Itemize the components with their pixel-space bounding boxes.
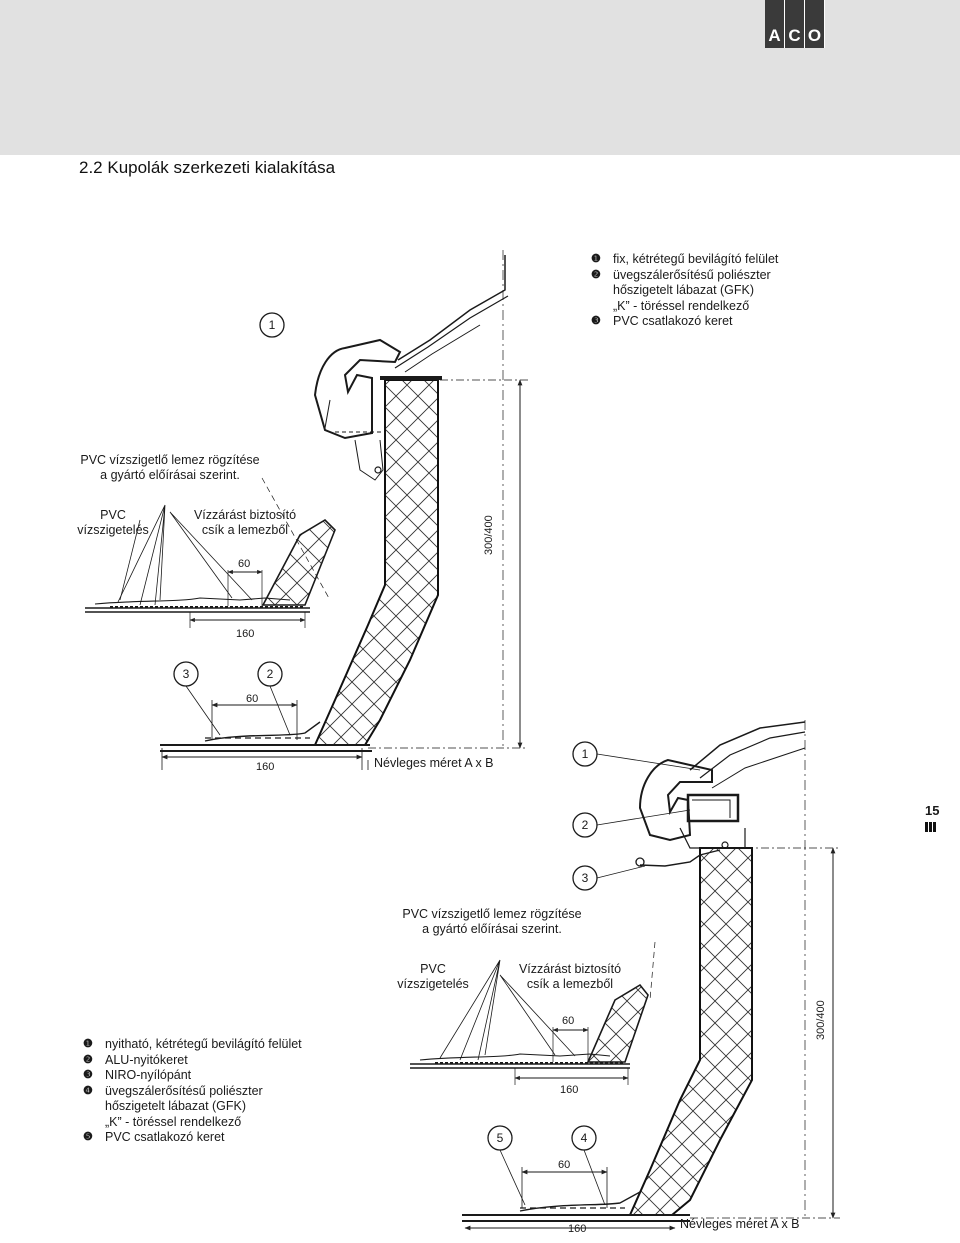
dim-60: 60 — [238, 558, 251, 570]
logo-letter: O — [807, 26, 822, 45]
callout-2-label: 2 — [266, 667, 274, 681]
callout-3-label: 3 — [182, 667, 190, 681]
drawing-bottom — [410, 720, 840, 1231]
dim-60: 60 — [562, 1015, 575, 1027]
dome-glazing — [397, 255, 506, 361]
note-membrane: PVC vízszigetlő lemez rögzítése a gyártó… — [80, 453, 260, 482]
dim-160: 160 — [568, 1223, 587, 1235]
note-membrane: PVC vízszigetlő lemez rögzítése a gyártó… — [402, 907, 582, 936]
logo-letter: A — [768, 26, 781, 45]
page-number: 15 — [925, 803, 940, 818]
note-pvc-waterproofing: PVC vízszigetelés — [77, 508, 149, 537]
section-title: 2.2 Kupolák szerkezeti kialakítása — [79, 158, 336, 177]
callout-1-label: 1 — [268, 318, 276, 332]
dim-height: 300/400 — [483, 515, 495, 555]
note-sealing-strip: Vízzárást biztosító csík a lemezből — [518, 962, 622, 991]
upstand-insulation — [313, 379, 439, 746]
callout-3-label: 3 — [581, 871, 589, 885]
dim-160: 160 — [256, 761, 275, 773]
logo-letter: C — [788, 26, 801, 45]
drawing-top — [85, 250, 528, 770]
callout-4-label: 4 — [580, 1131, 588, 1145]
inset-upstand — [261, 518, 336, 606]
callout-5-label: 5 — [496, 1131, 504, 1145]
nominal-size: Névleges méret A x B — [374, 756, 494, 770]
callout-1 — [259, 312, 285, 338]
dim-160: 160 — [560, 1084, 579, 1096]
note-sealing-strip: Vízzárást biztosító csík a lemezből — [193, 508, 297, 537]
note-pvc-waterproofing: PVC vízszigetelés — [397, 962, 469, 991]
callout-1-label: 1 — [581, 747, 589, 761]
callout-2-label: 2 — [581, 818, 589, 832]
upstand-insulation-2 — [628, 847, 753, 1216]
dome-glazing-2 — [689, 721, 806, 771]
dim-60: 60 — [246, 693, 259, 705]
pvc-frame — [313, 338, 402, 440]
aco-logo: A C O — [765, 0, 825, 48]
section-marker-icon — [925, 822, 937, 832]
dim-60: 60 — [558, 1159, 571, 1171]
dim-height: 300/400 — [815, 1000, 827, 1040]
dim-160: 160 — [236, 628, 255, 640]
nominal-size: Névleges méret A x B — [680, 1217, 800, 1231]
